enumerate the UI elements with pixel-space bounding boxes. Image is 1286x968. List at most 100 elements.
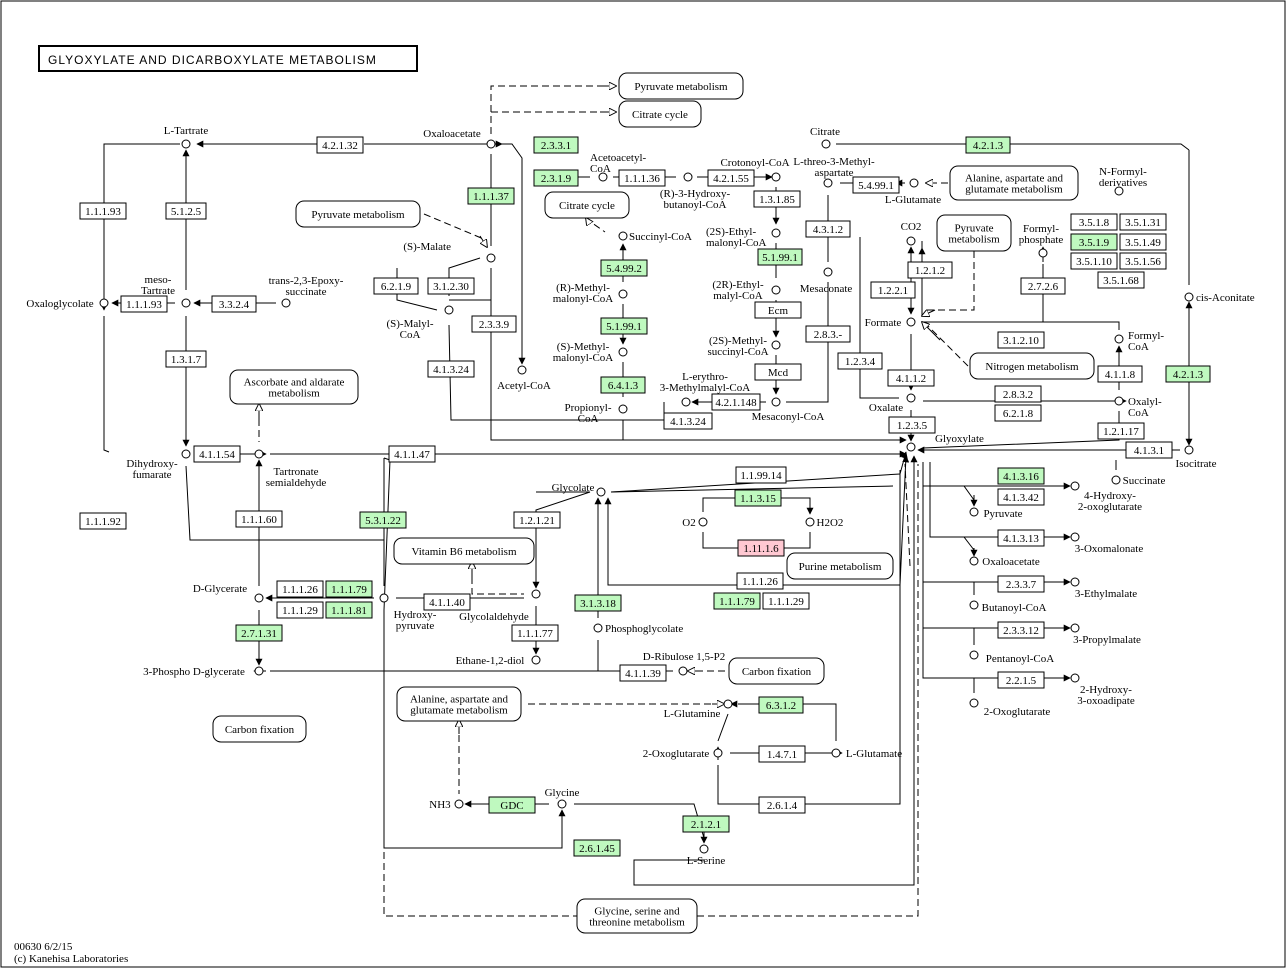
enzyme-e1.2.2.1[interactable]: 1.2.2.1 xyxy=(870,281,916,299)
enzyme-e1.3.1.7[interactable]: 1.3.1.7 xyxy=(165,350,207,368)
enzyme-e4.1.1.8[interactable]: 4.1.1.8 xyxy=(1097,365,1143,383)
enzyme-e4.1.3.1[interactable]: 4.1.3.1 xyxy=(1125,441,1173,459)
compound-s-malyl-coa[interactable]: (S)-Malyl-CoA xyxy=(386,305,454,341)
compound-glycine[interactable]: Glycine xyxy=(545,787,580,809)
enzyme-e6.4.1.3[interactable]: 6.4.1.3 xyxy=(600,376,646,394)
compound-l-glutamine[interactable]: L-Glutamine xyxy=(664,699,733,720)
compound-mesaconate[interactable]: Mesaconate xyxy=(800,267,853,295)
compound-erythro-methylmalyl-coa[interactable]: L-erythro-3-Methylmalyl-CoA xyxy=(660,371,750,407)
enzyme-e1.1.1.36[interactable]: 1.1.1.36 xyxy=(618,169,666,187)
enzyme-e4.1.1.47[interactable]: 4.1.1.47 xyxy=(388,445,436,463)
compound-phospho-d-glycerate[interactable]: 3-Phospho D-glycerate xyxy=(143,666,264,678)
compound-oxaloacetate[interactable]: Oxaloacetate xyxy=(423,128,496,149)
enzyme-e3.5.1.10[interactable]: 3.5.1.10 xyxy=(1070,252,1118,270)
compound-s-methylsuccinyl-coa[interactable]: (2S)-Methyl-succinyl-CoA xyxy=(707,335,781,358)
enzyme-e1.1.1.93c[interactable]: 1.1.1.93 xyxy=(120,295,168,313)
pathway-map-nitrogen-metabolism[interactable]: Nitrogen metabolism xyxy=(969,352,1095,380)
compound-oxaloglycolate[interactable]: Oxaloglycolate xyxy=(26,298,109,310)
enzyme-e1.2.1.21[interactable]: 1.2.1.21 xyxy=(513,511,561,529)
enzyme-e1.1.1.79a[interactable]: 1.1.1.79 xyxy=(325,580,373,598)
enzyme-e1.4.7.1[interactable]: 1.4.7.1 xyxy=(758,745,806,763)
enzyme-e3.1.3.18[interactable]: 3.1.3.18 xyxy=(574,594,622,612)
compound-hydroxybutanoyl-coa[interactable]: (R)-3-Hydroxy-butanoyl-CoA xyxy=(660,172,731,211)
enzyme-e4.2.1.32[interactable]: 4.2.1.32 xyxy=(316,136,364,154)
enzyme-e2.8.3.-[interactable]: 2.8.3.- xyxy=(805,325,851,343)
enzyme-e4.1.1.40[interactable]: 4.1.1.40 xyxy=(423,593,471,611)
enzyme-e1.1.3.15[interactable]: 1.1.3.15 xyxy=(734,489,782,507)
pathway-map-pyruvate-metabolism-left[interactable]: Pyruvate metabolism xyxy=(295,200,421,228)
pathway-map-carbon-fixation-mid[interactable]: Carbon fixation xyxy=(728,657,825,685)
enzyme-eEcm[interactable]: Ecm xyxy=(754,301,802,319)
compound-acetyl-coa[interactable]: Acetyl-CoA xyxy=(497,365,551,392)
enzyme-e2.6.1.45[interactable]: 2.6.1.45 xyxy=(573,839,621,857)
compound-ethane-diol[interactable]: Ethane-1,2-diol xyxy=(456,655,541,667)
compound-epoxysuccinate[interactable]: trans-2,3-Epoxy-succinate xyxy=(269,275,344,308)
enzyme-e4.1.3.13[interactable]: 4.1.3.13 xyxy=(997,529,1045,547)
compound-succinyl-coa[interactable]: Succinyl-CoA xyxy=(618,231,692,243)
enzyme-e1.3.1.85[interactable]: 1.3.1.85 xyxy=(753,190,801,208)
enzyme-e2.3.1.9[interactable]: 2.3.1.9 xyxy=(533,169,579,187)
enzyme-e4.1.3.24b[interactable]: 4.1.3.24 xyxy=(663,412,713,430)
compound-dihydroxyfumarate[interactable]: Dihydroxy-fumarate xyxy=(126,449,191,481)
enzyme-e6.3.1.2[interactable]: 6.3.1.2 xyxy=(758,696,804,714)
compound-s-methylmalonyl-coa[interactable]: (S)-Methyl-malonyl-CoA xyxy=(553,341,628,364)
enzyme-e2.3.3.9[interactable]: 2.3.3.9 xyxy=(471,315,517,333)
compound-oxomalonate[interactable]: 3-Oxomalonate xyxy=(1070,532,1143,555)
enzyme-e2.7.2.6[interactable]: 2.7.2.6 xyxy=(1020,277,1066,295)
enzyme-e3.3.2.4[interactable]: 3.3.2.4 xyxy=(211,295,257,313)
enzyme-e1.1.1.29b[interactable]: 1.1.1.29 xyxy=(762,592,810,610)
compound-o2[interactable]: O2 xyxy=(682,517,708,529)
enzyme-e4.1.1.2[interactable]: 4.1.1.2 xyxy=(887,369,935,387)
enzyme-e2.8.3.2[interactable]: 2.8.3.2 xyxy=(994,385,1042,403)
enzyme-e5.1.2.5[interactable]: 5.1.2.5 xyxy=(165,202,207,220)
enzyme-e2.2.1.5[interactable]: 2.2.1.5 xyxy=(997,671,1045,689)
enzyme-e3.5.1.8[interactable]: 3.5.1.8 xyxy=(1070,213,1118,231)
enzyme-e1.1.1.26a[interactable]: 1.1.1.26 xyxy=(276,580,324,598)
compound-r-methylmalonyl-coa[interactable]: (R)-Methyl-malonyl-CoA xyxy=(553,282,628,305)
enzyme-e3.5.1.68[interactable]: 3.5.1.68 xyxy=(1097,271,1145,289)
compound-succinate[interactable]: Succinate xyxy=(1111,475,1165,487)
compound-phosphoglycolate[interactable]: Phosphoglycolate xyxy=(593,623,683,635)
compound-d-glycerate[interactable]: D-Glycerate xyxy=(193,583,264,603)
compound-l-threo-methylaspartate[interactable]: L-threo-3-Methyl-aspartate xyxy=(793,156,875,188)
compound-formyl-phosphate[interactable]: Formyl-phosphate xyxy=(1019,223,1064,258)
compound-glycolate[interactable]: Glycolate xyxy=(552,482,606,497)
enzyme-e5.4.99.2[interactable]: 5.4.99.2 xyxy=(600,259,648,277)
compound-h2o2[interactable]: H2O2 xyxy=(805,517,843,529)
enzyme-e3.1.2.30[interactable]: 3.1.2.30 xyxy=(427,277,475,295)
pathway-map-citrate-cycle-mid[interactable]: Citrate cycle xyxy=(544,191,630,219)
compound-l-glutamate-mid[interactable]: L-Glutamate xyxy=(831,748,902,760)
pathway-map-purine-metabolism[interactable]: Purine metabolism xyxy=(786,552,894,580)
compound-crotonoyl-coa[interactable]: Crotonoyl-CoA xyxy=(720,157,790,182)
enzyme-e1.1.1.77[interactable]: 1.1.1.77 xyxy=(511,624,559,642)
enzyme-e1.1.1.26b[interactable]: 1.1.1.26 xyxy=(736,572,784,590)
compound-hydroxy-oxoglutarate[interactable]: 4-Hydroxy-2-oxoglutarate xyxy=(1070,481,1142,513)
compound-ethylmalate[interactable]: 3-Ethylmalate xyxy=(1070,577,1137,600)
compound-hydroxypyruvate[interactable]: Hydroxy-pyruvate xyxy=(379,593,437,632)
enzyme-e1.1.99.14[interactable]: 1.1.99.14 xyxy=(735,466,787,484)
enzyme-e1.1.1.29a[interactable]: 1.1.1.29 xyxy=(276,601,324,619)
enzyme-e6.2.1.9[interactable]: 6.2.1.9 xyxy=(373,277,419,295)
compound-oxoglutarate-right[interactable]: 2-Oxoglutarate xyxy=(969,698,1050,718)
pathway-map-citrate-cycle-top[interactable]: Citrate cycle xyxy=(618,100,702,128)
compound-glyoxylate[interactable]: Glyoxylate xyxy=(906,433,984,452)
compound-isocitrate[interactable]: Isocitrate xyxy=(1176,445,1217,470)
enzyme-e1.11.1.6[interactable]: 1.11.1.6 xyxy=(737,539,785,557)
enzyme-e3.5.1.9[interactable]: 3.5.1.9 xyxy=(1070,233,1118,251)
compound-n-formyl-derivatives[interactable]: N-Formyl-derivatives xyxy=(1099,166,1147,196)
compound-s-malate[interactable]: (S)-Malate xyxy=(403,241,496,263)
compound-cis-aconitate[interactable]: cis-Aconitate xyxy=(1184,292,1255,304)
enzyme-eMcd[interactable]: Mcd xyxy=(754,363,802,381)
enzyme-e1.2.1.17[interactable]: 1.2.1.17 xyxy=(1097,422,1145,440)
enzyme-e2.1.2.1[interactable]: 2.1.2.1 xyxy=(682,815,730,833)
enzyme-e1.1.1.92[interactable]: 1.1.1.92 xyxy=(79,512,127,530)
enzyme-e3.5.1.31[interactable]: 3.5.1.31 xyxy=(1119,213,1167,231)
enzyme-e3.1.2.10[interactable]: 3.1.2.10 xyxy=(997,331,1045,349)
compound-glycolaldehyde[interactable]: Glycolaldehyde xyxy=(459,589,541,623)
enzyme-e4.2.1.55[interactable]: 4.2.1.55 xyxy=(707,169,755,187)
compound-citrate[interactable]: Citrate xyxy=(810,126,840,149)
compound-l-glutamate-top[interactable]: L-Glutamate xyxy=(885,178,941,206)
